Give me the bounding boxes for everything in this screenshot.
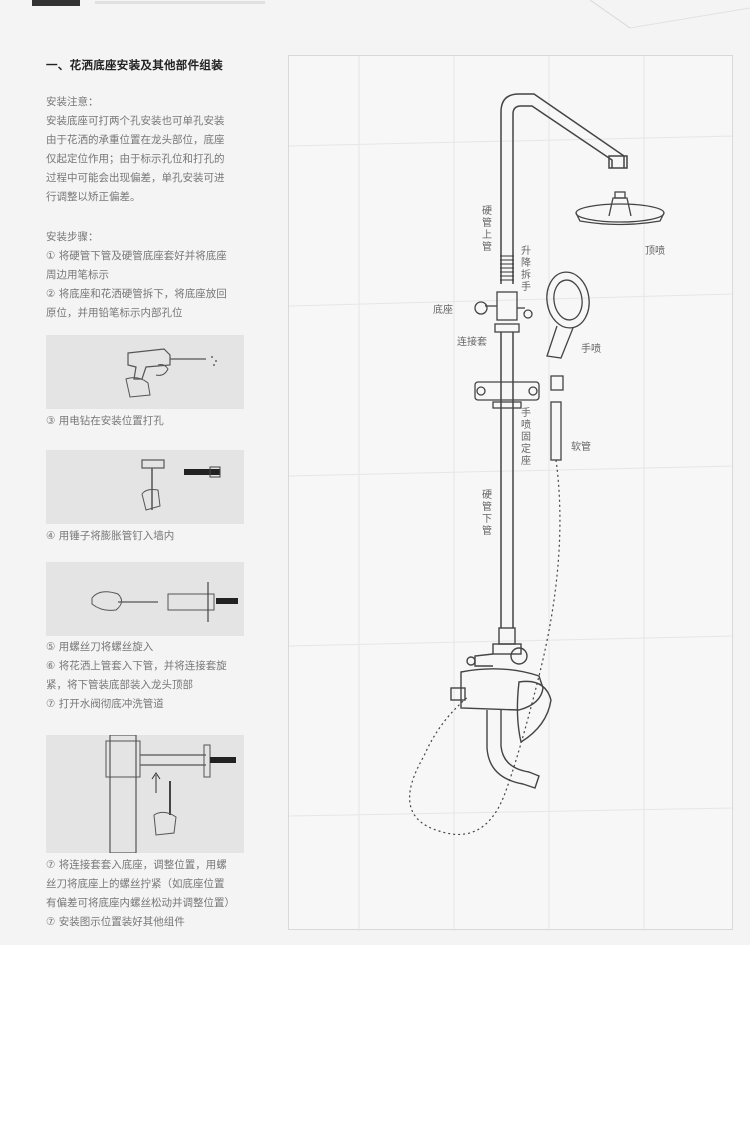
upper-pipe-drawing: [500, 93, 628, 284]
step-line: 周边用笔标示: [46, 269, 109, 281]
corner-decoration: [589, 0, 750, 29]
notes-line: 过程中可能会出现偏差，单孔安装可进: [46, 172, 225, 184]
hose-label: 软管: [571, 442, 591, 453]
instruction-sheet: 一、花洒底座安装及其他部件组装 安装注意： 安装底座可打两个孔安装也可单孔安装 …: [0, 0, 750, 945]
step-caption: 有偏差可将底座内螺丝松动并调整位置）: [46, 897, 235, 909]
lower-pipe-label: 硬管下管: [482, 490, 492, 537]
mixer-valve-drawing: [450, 627, 552, 789]
step-caption: ⑦ 打开水阀彻底冲洗管道: [46, 698, 164, 710]
step-line: ① 将硬管下管及硬管底座套好并将底座: [46, 250, 227, 262]
top-spray-label: 顶喷: [645, 246, 665, 257]
base-drawing: [474, 291, 533, 333]
top-spray-drawing: [575, 191, 665, 226]
notes-heading: 安装注意：: [46, 96, 99, 108]
steps-heading: 安装步骤：: [46, 231, 99, 243]
notes-line: 行调整以矫正偏差。: [46, 191, 141, 203]
step-caption: ⑤ 用螺丝刀将螺丝旋入: [46, 641, 154, 653]
header-faint-line: [95, 1, 265, 4]
hand-shower-drawing: [546, 271, 590, 461]
section-title: 一、花洒底座安装及其他部件组装: [46, 58, 223, 72]
header-bar: [32, 0, 80, 6]
hose-drawing: [409, 459, 561, 835]
base-assembly-illustration: [46, 735, 244, 853]
notes-line: 仅起定位作用；由于标示孔位和打孔的: [46, 153, 225, 165]
holder-drawing: [474, 381, 540, 409]
step-line: ② 将底座和花洒硬管拆下，将底座放回: [46, 288, 227, 300]
notes-line: 安装底座可打两个孔安装也可单孔安装: [46, 115, 225, 127]
step-caption: ③ 用电钻在安装位置打孔: [46, 415, 164, 427]
connector-label: 连接套: [457, 337, 487, 348]
step-caption: 紧，将下管装底部装入龙头顶部: [46, 679, 193, 691]
notes-line: 由于花洒的承重位置在龙头部位，底座: [46, 134, 225, 146]
hand-shower-label: 手喷: [581, 344, 601, 355]
step-caption: ⑥ 将花洒上管套入下管，并将连接套旋: [46, 660, 227, 672]
step-caption: ④ 用锤子将膨胀管钉入墙内: [46, 530, 175, 542]
step-line: 原位，并用铅笔标示内部孔位: [46, 307, 183, 319]
step-caption: ⑦ 安装图示位置装好其他组件: [46, 916, 185, 928]
base-label: 底座: [433, 305, 453, 316]
lower-pipe-drawing: [500, 332, 514, 628]
hand-holder-label: 手喷固定座: [521, 408, 531, 467]
upper-pipe-label: 硬管上管: [482, 206, 492, 253]
drill-illustration: [46, 335, 244, 409]
step-caption: 丝刀将底座上的螺丝拧紧（如底座位置: [46, 878, 225, 890]
hammer-illustration: [46, 450, 244, 524]
lift-handle-label: 升降拆手: [521, 246, 531, 293]
screwdriver-illustration: [46, 562, 244, 636]
shower-diagram: 硬管上管 升降拆手 顶喷 底座 连接套 手喷 手喷固定座 软管 硬管下管: [288, 55, 734, 931]
step-caption: ⑦ 将连接套套入底座，调整位置，用螺: [46, 859, 227, 871]
